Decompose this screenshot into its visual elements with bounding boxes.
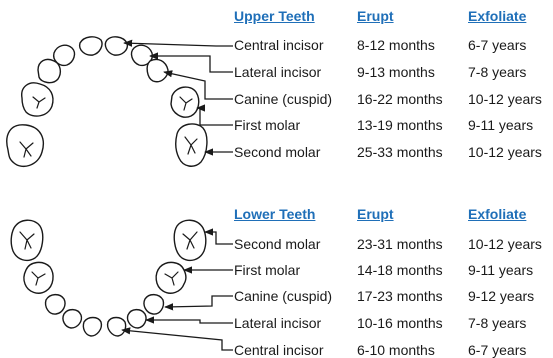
lower-row-erupt: 6-10 months: [357, 342, 435, 358]
lower-row-erupt: 10-16 months: [357, 315, 443, 331]
leader-lower-second-molar: [205, 232, 233, 244]
upper-row-erupt: 13-19 months: [357, 117, 443, 133]
lower-row-erupt: 17-23 months: [357, 288, 443, 304]
lower-row-erupt: 14-18 months: [357, 262, 443, 278]
lower-row-tooth: Lateral incisor: [234, 315, 321, 331]
lower-exfoliate-header: Exfoliate: [468, 206, 526, 222]
lower-left-lateral-incisor: [63, 310, 81, 328]
lower-right-lateral-incisor: [128, 310, 146, 328]
lower-row-exfoliate: 10-12 years: [468, 236, 542, 252]
lower-row-exfoliate: 9-12 years: [468, 288, 534, 304]
upper-row-tooth: Canine (cuspid): [234, 91, 332, 107]
upper-row-tooth: Second molar: [234, 144, 320, 160]
upper-left-first-molar: [22, 83, 53, 116]
lower-row-exfoliate: 9-11 years: [468, 262, 533, 278]
upper-exfoliate-header: Exfoliate: [468, 8, 526, 24]
upper-row-erupt: 16-22 months: [357, 91, 443, 107]
lower-row-tooth: Canine (cuspid): [234, 288, 332, 304]
upper-left-second-molar: [7, 125, 44, 167]
upper-left-central-incisor: [80, 37, 102, 55]
upper-right-central-incisor: [105, 37, 127, 55]
lower-teeth-header: Lower Teeth: [234, 206, 315, 222]
upper-row-exfoliate: 6-7 years: [468, 37, 526, 53]
lower-row-tooth: Second molar: [234, 236, 320, 252]
lower-erupt-header: Erupt: [357, 206, 394, 222]
lower-left-canine: [46, 295, 65, 314]
upper-left-lateral-incisor: [54, 45, 75, 65]
upper-teeth-header: Upper Teeth: [234, 8, 315, 24]
lower-row-tooth: Central incisor: [234, 342, 323, 358]
leader-lower-canine: [165, 296, 233, 307]
lower-row-exfoliate: 7-8 years: [468, 315, 526, 331]
upper-row-erupt: 8-12 months: [357, 37, 435, 53]
upper-row-erupt: 9-13 months: [357, 64, 435, 80]
leader-upper-first-molar: [197, 108, 233, 125]
leader-lower-lateral-incisor: [146, 320, 233, 323]
lower-row-tooth: First molar: [234, 262, 300, 278]
lower-row-exfoliate: 6-7 years: [468, 342, 526, 358]
lower-row-erupt: 23-31 months: [357, 236, 443, 252]
upper-row-erupt: 25-33 months: [357, 144, 443, 160]
upper-right-canine: [147, 59, 168, 81]
upper-row-tooth: Lateral incisor: [234, 64, 321, 80]
lower-right-canine: [144, 295, 163, 314]
upper-row-exfoliate: 9-11 years: [468, 117, 533, 133]
leader-lower-central-incisor: [122, 330, 233, 350]
lower-left-central-incisor: [83, 318, 101, 337]
upper-erupt-header: Erupt: [357, 8, 394, 24]
upper-row-exfoliate: 10-12 years: [468, 91, 542, 107]
upper-row-exfoliate: 10-12 years: [468, 144, 542, 160]
upper-row-exfoliate: 7-8 years: [468, 64, 526, 80]
upper-row-tooth: Central incisor: [234, 37, 323, 53]
lower-right-central-incisor: [108, 318, 126, 337]
upper-row-tooth: First molar: [234, 117, 300, 133]
